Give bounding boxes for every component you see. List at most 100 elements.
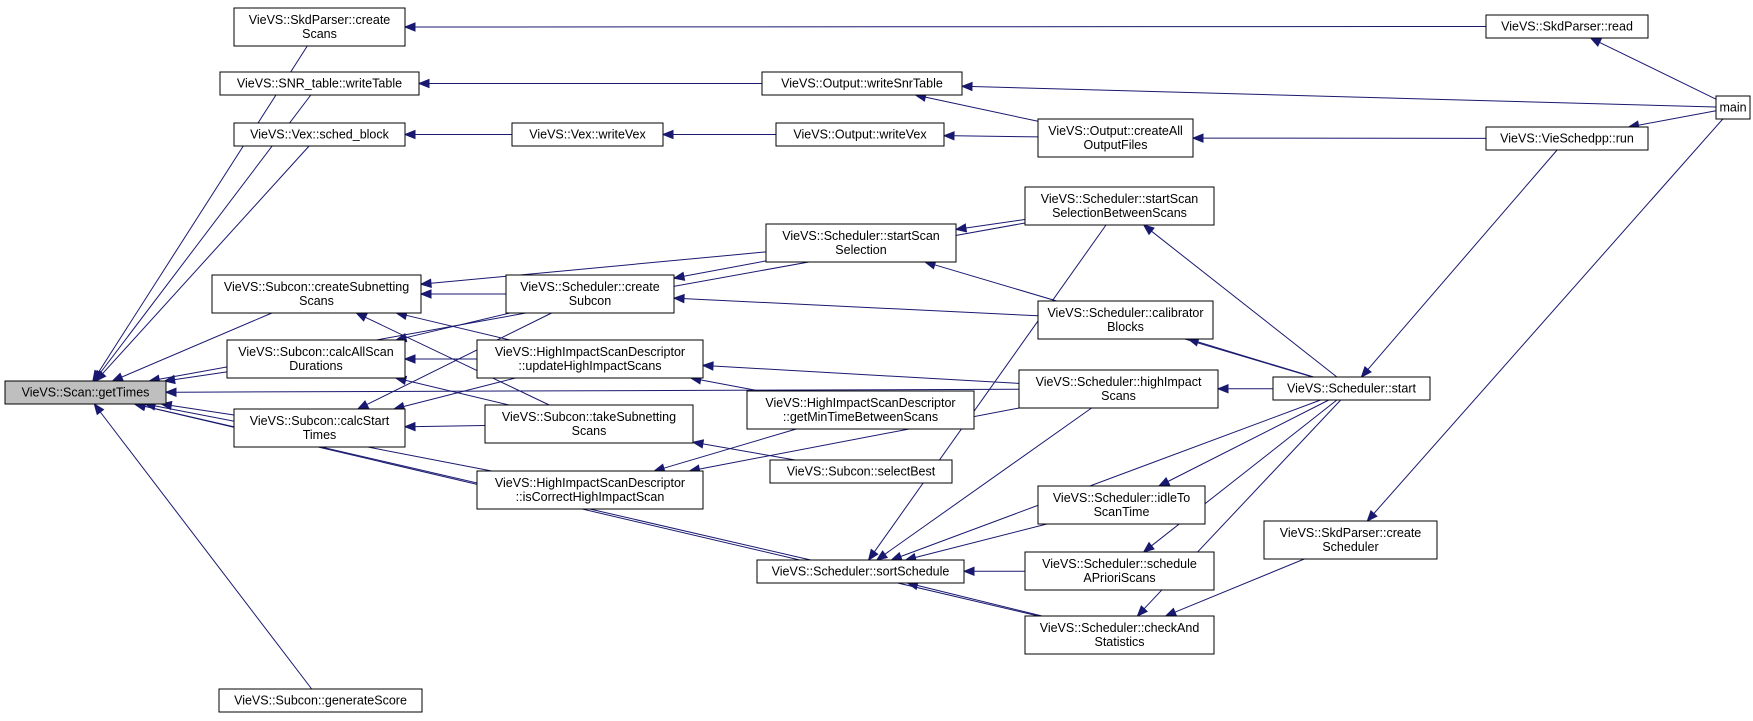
arrowhead-schedScheduleAPriori-to-schedSortSchedule xyxy=(962,566,975,577)
node-hisIsCorrect[interactable]: VieVS::HighImpactScanDescriptor::isCorre… xyxy=(476,470,704,510)
arrowhead-schedStart-to-schedIdleTo xyxy=(1157,477,1171,487)
node-box-outWriteSnrTable xyxy=(761,71,963,96)
arrowhead-skdRead-to-skdCreateScans xyxy=(403,22,416,32)
edge-hisGetMinTime-to-hisIsCorrect xyxy=(663,428,797,469)
node-schedSortSchedule[interactable]: VieVS::Scheduler::sortSchedule xyxy=(756,559,965,584)
node-box-schedHighImpact xyxy=(1018,369,1219,409)
edge-subconCalcAllScan-to-getTimes xyxy=(174,371,228,381)
edge-schedStart-to-schedIdleTo xyxy=(1167,399,1330,482)
edge-schedStartScanSel-to-subconCreateSubnetting xyxy=(430,251,767,284)
arrowhead-vexWriteVex-to-vexSchedBlock xyxy=(403,129,416,140)
node-label: ScanTime xyxy=(1094,505,1150,519)
node-box-hisGetMinTime xyxy=(746,390,975,430)
arrowhead-main-to-skdCreateScheduler xyxy=(1366,510,1378,523)
call-nodes: VieVS::Scan::getTimesVieVS::SkdParser::c… xyxy=(4,7,1751,713)
node-subconGenerateScore[interactable]: VieVS::Subcon::generateScore xyxy=(218,688,423,713)
node-box-outCreateAll xyxy=(1037,118,1194,158)
node-box-subconGenerateScore xyxy=(218,688,423,713)
edge-skdCreateScans-to-getTimes xyxy=(97,45,308,373)
arrowhead-schedStartScanSel-to-subconCreateSubnetting xyxy=(419,278,432,288)
node-label: VieVS::Scheduler::create xyxy=(520,280,659,294)
arrowhead-subconCalcAllScan-to-getTimes xyxy=(163,374,176,385)
node-label: VieVS::SkdParser::read xyxy=(1501,20,1633,34)
node-main[interactable]: main xyxy=(1715,95,1751,120)
edge-main-to-skdRead xyxy=(1599,41,1717,100)
node-box-schedStart xyxy=(1272,376,1431,401)
node-box-schedStartScanSel xyxy=(765,223,957,263)
node-label: VieVS::Scheduler::idleTo xyxy=(1053,491,1190,505)
node-vieSchedRun[interactable]: VieVS::VieSchedpp::run xyxy=(1485,126,1649,151)
node-box-getTimes xyxy=(4,380,167,405)
node-snrWriteTable[interactable]: VieVS::SNR_table::writeTable xyxy=(219,71,420,96)
node-box-skdCreateScheduler xyxy=(1263,520,1438,560)
node-label: VieVS::HighImpactScanDescriptor xyxy=(765,396,955,410)
node-label: VieVS::Output::createAll xyxy=(1048,124,1183,138)
node-skdRead[interactable]: VieVS::SkdParser::read xyxy=(1485,14,1649,39)
edge-schedStart-to-schedStartScanSelBetween xyxy=(1151,230,1338,378)
node-label: main xyxy=(1719,101,1746,115)
edge-schedCreateSubcon-to-subconCalcStart xyxy=(366,312,552,406)
arrowhead-main-to-outWriteSnrTable xyxy=(960,81,973,92)
arrowhead-subconTakeSubnetting-to-subconCreateSubnetting xyxy=(355,312,368,322)
edge-hisUpdate-to-subconCreateSubnetting xyxy=(406,314,511,341)
node-hisUpdate[interactable]: VieVS::HighImpactScanDescriptor::updateH… xyxy=(476,339,704,379)
edge-main-to-skdCreateScheduler xyxy=(1373,118,1724,514)
node-getTimes[interactable]: VieVS::Scan::getTimes xyxy=(4,380,167,405)
node-label: VieVS::Scheduler::calibrator xyxy=(1047,306,1203,320)
node-hisGetMinTime[interactable]: VieVS::HighImpactScanDescriptor::getMinT… xyxy=(746,390,975,430)
node-label: ::updateHighImpactScans xyxy=(518,359,661,373)
arrowhead-schedStart-to-schedSortSchedule xyxy=(890,551,903,561)
node-schedStart[interactable]: VieVS::Scheduler::start xyxy=(1272,376,1431,401)
node-box-schedCreateSubcon xyxy=(505,274,675,314)
arrowhead-vexSchedBlock-to-getTimes xyxy=(94,370,107,382)
arrowhead-schedStartScanSelBetween-to-schedSortSchedule xyxy=(867,548,879,562)
node-box-skdRead xyxy=(1485,14,1649,39)
node-outWriteVex[interactable]: VieVS::Output::writeVex xyxy=(775,122,945,147)
node-vexWriteVex[interactable]: VieVS::Vex::writeVex xyxy=(511,122,664,147)
node-subconSelectBest[interactable]: VieVS::Subcon::selectBest xyxy=(769,459,953,484)
node-label: VieVS::Scheduler::highImpact xyxy=(1036,375,1202,389)
arrowhead-schedCreateSubcon-to-subconCreateSubnetting xyxy=(419,289,432,299)
arrowhead-schedHighImpact-to-getTimes xyxy=(164,387,177,397)
node-label: VieVS::Vex::sched_block xyxy=(250,128,389,142)
arrowhead-vieSchedRun-to-outCreateAll xyxy=(1191,133,1204,143)
edge-hisUpdate-to-subconCalcStart xyxy=(403,377,516,407)
arrowhead-subconGenerateScore-to-getTimes xyxy=(93,402,105,416)
node-label: VieVS::Subcon::createSubnetting xyxy=(224,280,409,294)
node-vexSchedBlock[interactable]: VieVS::Vex::sched_block xyxy=(233,122,406,147)
arrowhead-schedStartScanSelBetween-to-schedStartScanSel xyxy=(954,223,968,233)
node-label: VieVS::Subcon::selectBest xyxy=(787,465,936,479)
node-label: VieVS::Scheduler::schedule xyxy=(1042,557,1197,571)
edge-schedStartScanSel-to-schedCreateSubcon xyxy=(683,260,767,277)
arrowhead-subconCreateSubnetting-to-getTimes xyxy=(111,372,124,382)
node-label: Subcon xyxy=(569,294,611,308)
node-schedStartScanSelBetween[interactable]: VieVS::Scheduler::startScanSelectionBetw… xyxy=(1024,186,1215,226)
edge-skdRead-to-skdCreateScans xyxy=(414,26,1487,28)
edge-schedHighImpact-to-hisUpdate xyxy=(712,365,1020,384)
node-outWriteSnrTable[interactable]: VieVS::Output::writeSnrTable xyxy=(761,71,963,96)
node-label: VieVS::Scan::getTimes xyxy=(22,386,150,400)
edge-subconTakeSubnetting-to-subconCalcStart xyxy=(414,425,486,428)
node-label: VieVS::HighImpactScanDescriptor xyxy=(495,345,685,359)
node-box-schedScheduleAPriori xyxy=(1024,551,1215,591)
node-label: VieVS::Scheduler::startScan xyxy=(1041,192,1199,206)
node-label: VieVS::Subcon::generateScore xyxy=(234,694,407,708)
arrowhead-schedStartScanSel-to-schedCreateSubcon xyxy=(672,271,686,281)
node-box-schedCheckAnd xyxy=(1024,615,1215,655)
node-box-hisIsCorrect xyxy=(476,470,704,510)
